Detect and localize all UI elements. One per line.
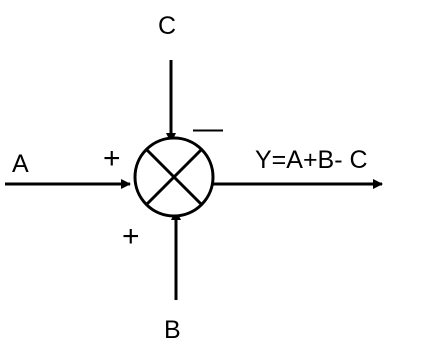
input-b-sign: + — [122, 220, 140, 253]
output-label: Y=A+B- C — [255, 146, 368, 174]
input-c-sign: — — [193, 112, 223, 145]
input-b-label: B — [164, 316, 181, 344]
input-a-sign: + — [103, 142, 121, 175]
input-a-label: A — [12, 150, 29, 178]
junction-cross-line-2 — [145, 148, 203, 206]
summing-junction-icon — [133, 136, 215, 218]
input-c-label: C — [158, 12, 176, 40]
